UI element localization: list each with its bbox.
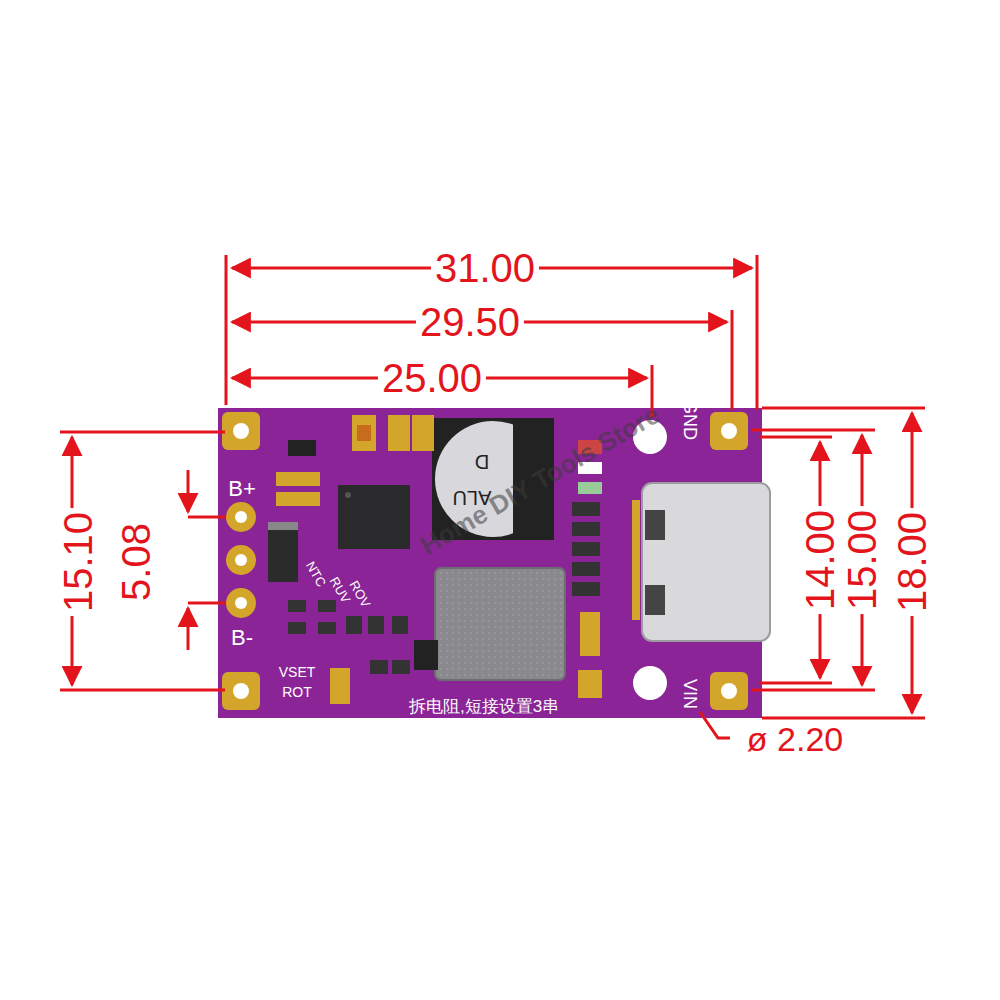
label-text: 18.00	[892, 508, 932, 616]
label-text: 15.00	[842, 506, 882, 614]
label-text: 25.00	[378, 358, 486, 398]
label-text: B-	[231, 627, 253, 649]
label-text: 5.08	[116, 519, 156, 605]
mount-hole	[633, 666, 667, 700]
label-text: 15.10	[58, 508, 98, 616]
label-text: D	[475, 452, 489, 472]
label-text: 拆电阻,短接设置3串	[409, 698, 559, 715]
inductor	[435, 568, 565, 680]
label-text: 14.00	[800, 506, 840, 614]
label-text: ROT	[282, 685, 312, 699]
label-text: VSET	[279, 665, 316, 679]
label-text: VIN	[681, 679, 699, 709]
dimension-lines	[60, 255, 925, 738]
label-text: ø 2.20	[743, 722, 847, 756]
label-text: 31.00	[431, 248, 539, 288]
usb-c-connector	[632, 483, 770, 641]
controller-ic	[338, 485, 410, 549]
label-text: B+	[228, 478, 256, 500]
diode	[268, 522, 298, 582]
label-text: 29.50	[416, 302, 524, 342]
label-text: GND	[681, 400, 699, 440]
